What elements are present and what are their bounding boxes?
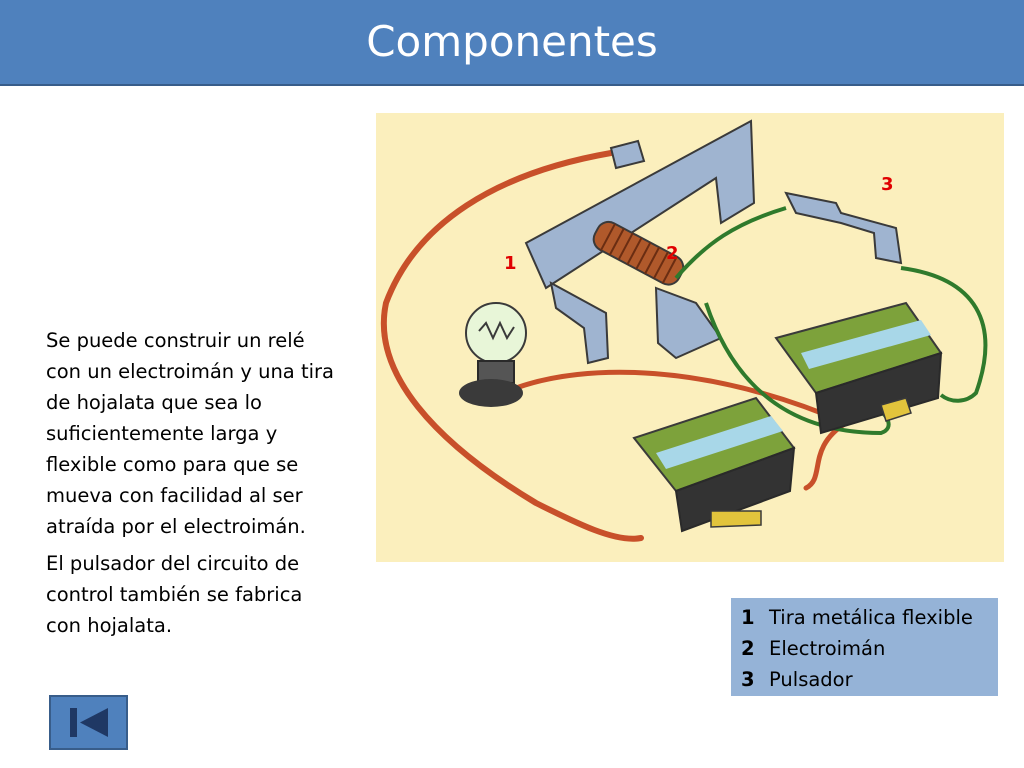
green-wire-top bbox=[674, 206, 787, 280]
legend-number: 1 bbox=[741, 606, 755, 629]
battery-2-side bbox=[674, 446, 796, 533]
legend-number: 3 bbox=[741, 668, 755, 691]
legend-box: 1 Tira metálica flexible 2 Electroimán 3 Pu… bbox=[731, 598, 998, 696]
battery-1-terminal bbox=[880, 397, 912, 422]
first-slide-button[interactable] bbox=[49, 695, 128, 750]
legend-item-3: 3 Pulsador bbox=[741, 664, 998, 695]
battery-1-side bbox=[814, 351, 943, 435]
battery-1-stripe bbox=[801, 320, 931, 369]
label-1: 1 bbox=[504, 253, 517, 274]
lower-bracket bbox=[549, 281, 610, 365]
label-3: 3 bbox=[881, 174, 894, 195]
label-2: 2 bbox=[666, 243, 679, 264]
legend-number: 2 bbox=[741, 637, 755, 660]
coil-bracket bbox=[654, 286, 723, 360]
metal-strip bbox=[524, 119, 756, 290]
pushbutton-bracket bbox=[784, 191, 903, 265]
green-wire-right bbox=[900, 266, 988, 403]
legend-text: Tira metálica flexible bbox=[769, 606, 973, 629]
relay-illustration: 1 2 3 bbox=[376, 113, 1004, 562]
bulb-filament bbox=[478, 320, 515, 341]
first-slide-icon bbox=[70, 708, 108, 737]
red-wire-left bbox=[380, 150, 644, 542]
legend-text: Electroimán bbox=[769, 637, 886, 660]
legend-item-1: 1 Tira metálica flexible bbox=[741, 602, 998, 633]
bulb-socket bbox=[459, 379, 523, 407]
legend-item-2: 2 Electroimán bbox=[741, 633, 998, 664]
body-text: Se puede construir un relé con un electr… bbox=[46, 325, 336, 647]
legend-text: Pulsador bbox=[769, 668, 853, 691]
paragraph-1: Se puede construir un relé con un electr… bbox=[46, 329, 334, 538]
battery-2-terminal bbox=[710, 510, 762, 528]
relay-drawing: 1 2 3 bbox=[380, 119, 988, 542]
header-bar: Componentes bbox=[0, 0, 1024, 86]
strip-mount bbox=[609, 139, 646, 170]
page-title: Componentes bbox=[366, 17, 658, 66]
battery-2-stripe bbox=[656, 416, 783, 469]
red-wire-middle bbox=[513, 369, 852, 491]
paragraph-2: El pulsador del circuito de control tamb… bbox=[46, 552, 303, 637]
